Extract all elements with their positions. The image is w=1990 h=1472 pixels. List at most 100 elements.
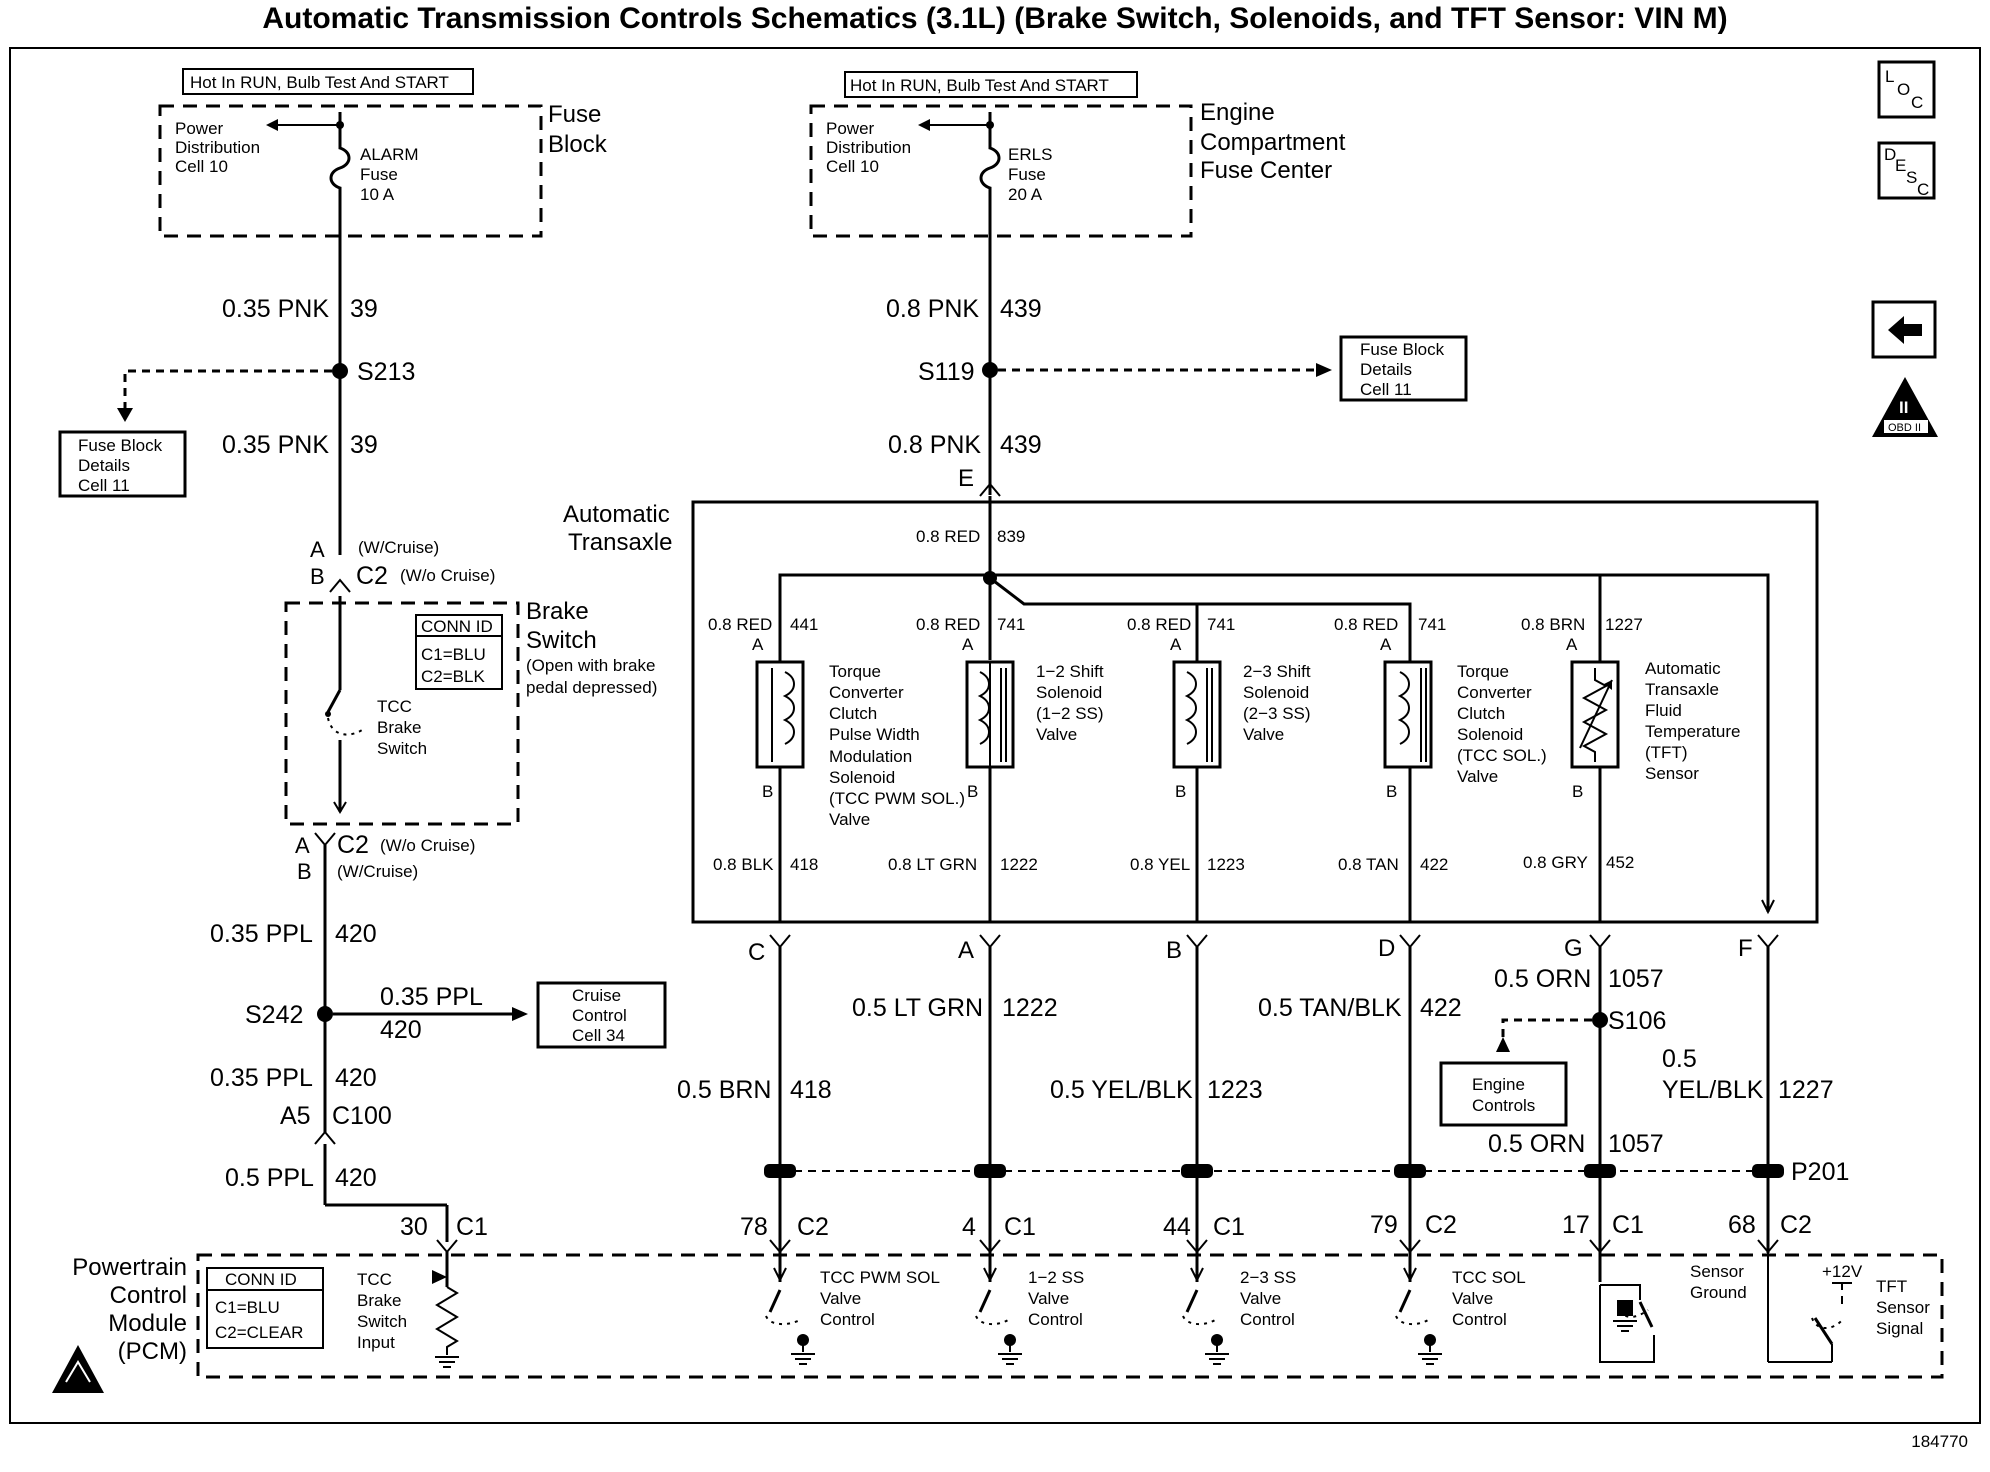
loc-button[interactable]: L O C (1877, 60, 1936, 119)
pcm-pin-4: 4 (962, 1213, 976, 1241)
pcm30-label-2: Brake (357, 1291, 401, 1310)
left-wire-top-circuit: 39 (350, 295, 378, 323)
pcm-pin-79-conn: C2 (1425, 1211, 1457, 1239)
left-hot-label: Hot In RUN, Bulb Test And START (190, 73, 449, 92)
desc-letter-c: C (1917, 180, 1929, 199)
left-fuse-symbol (329, 125, 351, 190)
splice-s242 (317, 1006, 333, 1022)
harness-c-color: 0.5 BRN (677, 1076, 771, 1104)
pcm4-label-2: Valve (1028, 1289, 1069, 1308)
brake-conn-id-c1: C1=BLU (421, 645, 486, 664)
splice-s119 (982, 362, 998, 378)
pcm-brake-input-circuit: TCC Brake Switch Input (357, 1252, 459, 1368)
pcm-title-2: Control (110, 1282, 187, 1309)
tcc-sol-pin-b: B (1386, 782, 1397, 801)
pcm68-switch-control (1811, 1317, 1843, 1329)
right-hot-label-box (844, 71, 1138, 98)
ss23-label-4: Valve (1243, 725, 1284, 744)
brake-switch-title-2: Switch (526, 627, 597, 654)
pcm-pin-4-conn: C1 (1004, 1213, 1036, 1241)
harness-section: C A B D G F 0.5 BRN 418 0.5 LT GRN 1222 … (677, 934, 1849, 1253)
right-wire-top-circuit: 439 (1000, 295, 1042, 323)
ss23-pin-b: B (1175, 782, 1186, 801)
left-ref-box-3: Cell 11 (78, 476, 130, 495)
s106-leader-arrowhead (1496, 1037, 1510, 1052)
left-fuse-label-2: Fuse (360, 165, 398, 184)
transaxle-feed-circuit: 839 (997, 527, 1025, 546)
engine-controls-box[interactable] (1439, 1061, 1568, 1127)
harness-d-color: 0.5 TAN/BLK (1258, 994, 1402, 1022)
pcm17-loop (1599, 1285, 1655, 1363)
page-title: Automatic Transmission Controls Schemati… (262, 2, 1728, 35)
fuse-center-label-3: Fuse Center (1200, 157, 1332, 184)
tft-variable-arrowhead (1604, 680, 1612, 690)
desc-letter-d: D (1884, 145, 1896, 164)
desc-icon[interactable] (1877, 141, 1936, 200)
loc-icon[interactable] (1877, 60, 1936, 119)
left-ref-box[interactable] (58, 430, 187, 498)
left-ref-box-2: Details (78, 456, 130, 475)
back-button[interactable] (1871, 300, 1937, 359)
tft-label-1: Automatic (1645, 659, 1721, 678)
pcm-pin-78: 78 (740, 1213, 768, 1241)
pcm78-switch (768, 1289, 782, 1313)
pcm4-label-3: Control (1028, 1310, 1083, 1329)
ss23-coil (1184, 671, 1197, 745)
brake-switch-arrow (333, 801, 347, 814)
pcm-ss23-driver: 2−3 SS Valve Control (1182, 1252, 1296, 1365)
orn-lower-color: 0.5 ORN (1488, 1130, 1585, 1158)
left-hot-label-box (182, 68, 474, 95)
pcm30-label-3: Switch (357, 1312, 407, 1331)
tcc-pwm-feed-circuit: 441 (790, 615, 818, 634)
desc-letter-s: S (1906, 168, 1917, 187)
brake-switch-label-3: Switch (377, 739, 427, 758)
harness-f-gauge: 0.5 (1662, 1045, 1697, 1073)
brake-bottom-note-b: (W/Cruise) (337, 862, 418, 881)
harness-d-circuit: 422 (1420, 994, 1462, 1022)
right-ref-box[interactable] (1339, 335, 1468, 402)
pcm68-switch (1813, 1317, 1834, 1345)
tft-sensor: 0.8 BRN 1227 A B 0.8 GRY 452 Automatic T… (1521, 615, 1740, 922)
ss12-out-color: 0.8 LT GRN (888, 855, 977, 874)
figure-number: 184770 (1911, 1432, 1968, 1451)
ss23-feed-color: 0.8 RED (1127, 615, 1191, 634)
brake-conn-id-c2: C2=BLK (421, 667, 485, 686)
p201-terminal-a (974, 1164, 1006, 1178)
pcm68-supply-label: +12V (1822, 1262, 1863, 1281)
transaxle-section: Automatic Transaxle 0.8 RED 839 0.8 RED … (563, 496, 1819, 924)
pcm78-label-3: Control (820, 1310, 875, 1329)
pcm-pin-68: 68 (1728, 1211, 1756, 1239)
orn-lower-circuit: 1057 (1608, 1130, 1664, 1158)
pcm79-label-1: TCC SOL (1452, 1268, 1526, 1287)
p201-terminal-g (1584, 1164, 1616, 1178)
brake-switch-section: A B C2 (W/Cruise) (W/o Cruise) Brake Swi… (210, 537, 667, 1242)
transaxle-feed-color: 0.8 RED (916, 527, 980, 546)
pcm17-ground-icon (1613, 1320, 1637, 1332)
pcm-pin-78-conn: C2 (797, 1213, 829, 1241)
tcc-pwm-label-3: Clutch (829, 704, 877, 723)
splice-s242-label: S242 (245, 1001, 303, 1029)
left-fuse-label-1: ALARM (360, 145, 419, 164)
cruise-ref-box-3: Cell 34 (572, 1026, 625, 1045)
left-power-dist-arrowhead (266, 119, 278, 131)
transaxle-title-1: Automatic (563, 501, 670, 528)
obd-button[interactable]: II OBD II (1872, 377, 1938, 437)
tcc-sol-feed-circuit: 741 (1418, 615, 1446, 634)
p201-terminal-b (1181, 1164, 1213, 1178)
tcc-pwm-pin-a: A (752, 635, 764, 654)
cruise-ref-box[interactable] (536, 981, 667, 1049)
harness-conn-g (1589, 934, 1611, 949)
s242-branch-arrowhead (512, 1007, 528, 1021)
pcm44-switch (1185, 1289, 1199, 1313)
brake-bottom-note-a: (W/o Cruise) (380, 836, 475, 855)
pcm-conn-id-box (206, 1267, 324, 1349)
tcc-sol-label-5: (TCC SOL.) (1457, 746, 1547, 765)
ss23-out-circuit: 1223 (1207, 855, 1245, 874)
harness-conn-f (1757, 934, 1779, 949)
brake-switch-note-1: (Open with brake (526, 656, 655, 675)
back-arrow-glyph (1888, 316, 1922, 344)
desc-button[interactable]: D E S C (1877, 141, 1936, 200)
right-wire-top-color: 0.8 PNK (886, 295, 979, 323)
ss23-coil-box (1172, 660, 1222, 769)
ss12-label-4: Valve (1036, 725, 1077, 744)
